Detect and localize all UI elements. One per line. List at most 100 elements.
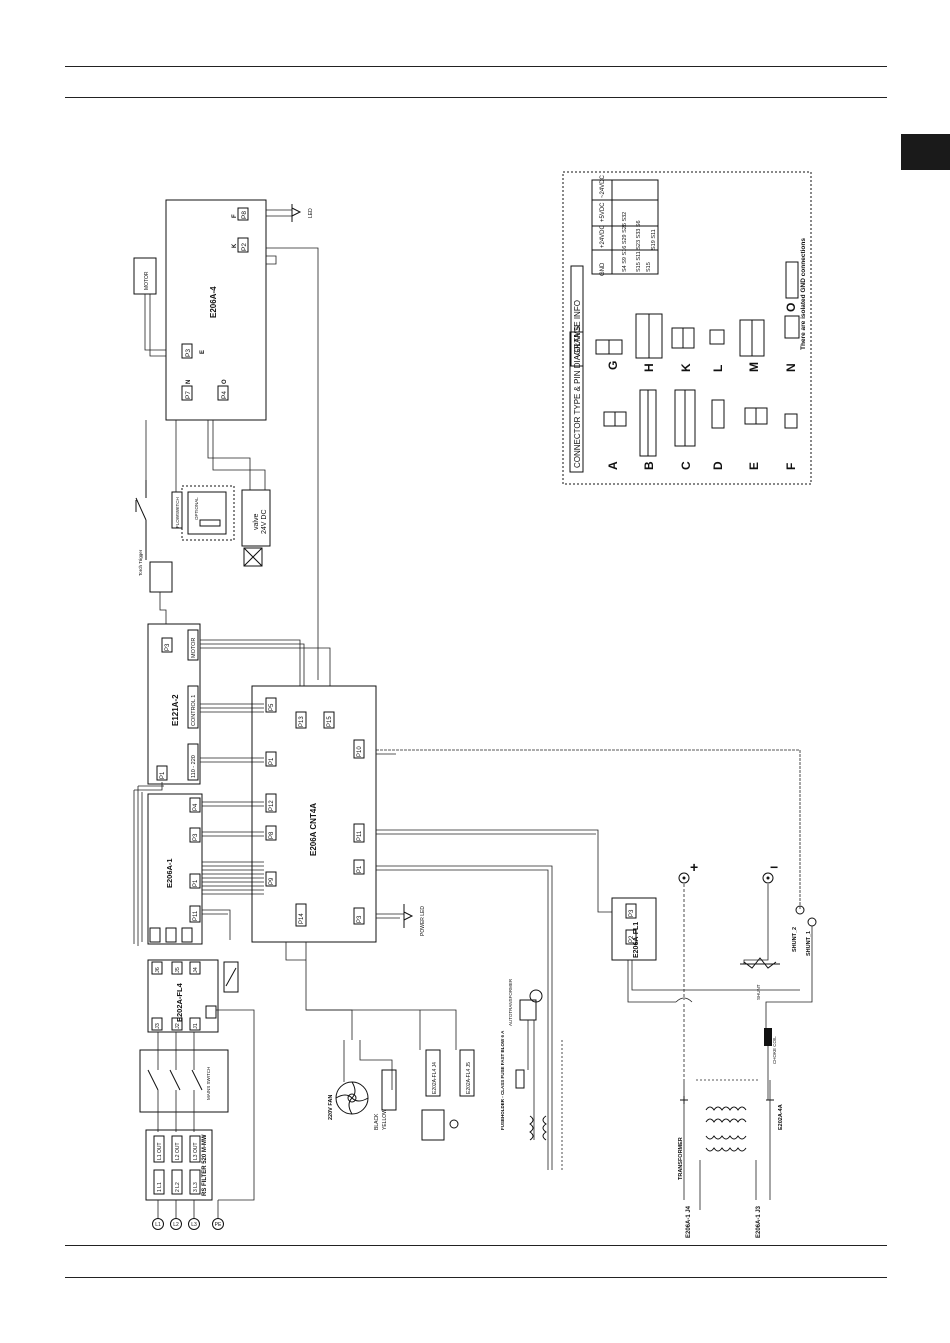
e206a-j4-label: E206A-1 J4 <box>686 1205 692 1238</box>
fl4-j1: J1 <box>193 1023 199 1029</box>
optional-label: OPTIONAL <box>194 497 199 520</box>
e206a4-f: F <box>232 214 238 218</box>
cnt4a-p11: P11 <box>357 830 363 841</box>
terminal-minus: − <box>770 859 778 875</box>
rs-l3-out: L3 OUT <box>193 1142 199 1160</box>
e206a4-p3: P3 <box>185 349 192 357</box>
legend-letter-b: B <box>642 461 656 470</box>
voltage-table: GND +24VDC +5VDC ~24VDC S4 S9 S16 S29 S2… <box>591 174 659 276</box>
transformer-label: TRANSFORMER <box>678 1137 684 1180</box>
torch-trigger-label: Torch Trigger <box>138 549 143 576</box>
voltage-row-3-values: S15 <box>646 262 652 272</box>
rs-filter-label: RS FILTER 520 M-MW <box>202 1134 208 1196</box>
voltage-row-4-values: S19 S11 <box>651 229 657 250</box>
fuse-label: FUSEHOLDER - CLASS FUSE FAST BLOW 6 A <box>500 1030 505 1130</box>
fl1-p3: P3 <box>629 909 635 917</box>
flowswitch-label: FLOWSWITCH <box>175 497 180 528</box>
cnt4a-p3: P3 <box>357 915 363 923</box>
legend-letter-a: A <box>606 461 620 470</box>
terminal-l3: L3 <box>191 1222 197 1228</box>
voltage-row-1-label: GND <box>600 262 606 276</box>
e206a4-p4: P4 <box>221 391 228 399</box>
terminal-l1: L1 <box>155 1222 161 1228</box>
board-e206a1-label: E206A-1 <box>165 858 174 888</box>
e202a4a-label: E202A-4A <box>778 1104 784 1130</box>
e121a2-p3: P3 <box>165 643 171 651</box>
legend-letter-g: G <box>606 361 620 370</box>
fl4-j3: J3 <box>155 1023 161 1029</box>
shunt-label: SHUNT <box>756 984 761 1000</box>
torch-trigger: Torch Trigger <box>135 420 173 624</box>
flow-group: FLOWSWITCH OPTIONAL valve 24V DC <box>171 420 271 567</box>
legend-letter-h: H <box>642 363 656 372</box>
wire-p2-cnt4a <box>266 247 319 680</box>
e121a2-p1: P1 <box>160 771 166 779</box>
fan-module: 220V FAN BLACK YELLOW <box>328 1040 397 1130</box>
voltage-row-1-values: S4 S9 S16 S29 S26 S32 <box>622 212 628 272</box>
e206a-j3-label: E206A-1 J3 <box>756 1205 762 1238</box>
motor-module-label: MOTOR <box>144 271 150 290</box>
e206a1-p4: P4 <box>193 803 199 811</box>
section-tab-marker <box>901 134 950 170</box>
rs-l3-in: 3 L3 <box>193 1182 199 1192</box>
rs-l2-in: 2 L2 <box>175 1182 181 1192</box>
cnt4a-p12: P12 <box>269 800 275 811</box>
rs-l2-out: L2 OUT <box>175 1142 181 1160</box>
mains-switch-label: MAINS SWITCH <box>206 1067 211 1100</box>
shunt1-label: SHUNT_1 <box>806 931 812 956</box>
legend-letter-o: O <box>784 303 798 312</box>
fl4-j6: J6 <box>155 967 161 973</box>
e206a4-p2: P2 <box>241 243 248 251</box>
board-cnt4a-label: E206A CNT4A <box>309 803 318 856</box>
fl1-p2: P2 <box>629 935 635 943</box>
board-e206afl1: E206A-FL1 P3 P2 <box>611 897 800 1003</box>
e121a2-motor: MOTOR <box>191 638 197 658</box>
voltage-row-2-values: S15 S11 S23 S33 S6 <box>636 220 642 272</box>
e206a4-k: K <box>232 243 238 248</box>
mains-terminals: L1 L2 L3 PE <box>152 1200 224 1230</box>
rs-l1-in: 1 L1 <box>157 1182 163 1192</box>
rs-filter: RS FILTER 520 M-MW L1 OUT L2 OUT L3 OUT … <box>145 1129 213 1218</box>
valve-label-1: valve <box>253 514 260 530</box>
terminal-pe: PE <box>215 1222 222 1228</box>
board-fl4-label: E202A-FL4 <box>175 982 184 1022</box>
autotransformer-label: AUTOTRANSFORMER <box>508 978 513 1026</box>
board-e202afl4: E202A-FL4 J6 J5 J4 J3 J2 J1 <box>147 959 255 1201</box>
board-e206acnt4a: E206A CNT4A P5 P13 P15 P1 P10 P12 P8 P11… <box>251 685 801 1170</box>
cnt4a-p8: P8 <box>269 831 275 839</box>
fan-yellow: YELLOW <box>382 1109 388 1130</box>
connector-types-title: CONNECTOR TYPE & PIN DIAGRAMS <box>573 326 582 468</box>
legend-letter-n: N <box>784 363 798 372</box>
cnt4a-p1b: P1 <box>357 865 363 873</box>
fan-conn-2: E202A-FL4 J5 <box>466 1062 472 1094</box>
power-led-label: POWER LED <box>420 906 426 936</box>
e121a2-voltage: 110 - 220 <box>191 755 197 778</box>
e206a1-p3: P3 <box>193 833 199 841</box>
board-e206a4-label: E206A-4 <box>209 286 218 318</box>
terminal-l2: L2 <box>173 1222 179 1228</box>
choke-coil: CHOKE COIL <box>764 1028 777 1100</box>
legend-letter-l: L <box>711 365 725 372</box>
transformer: TRANSFORMER E202A-4A E206A-1 J4 E206A-1 … <box>678 1079 784 1238</box>
choke-label: CHOKE COIL <box>772 1036 777 1064</box>
legend-panel: VOLTAGE INFO GND +24VDC +5VDC ~24VDC S4 … <box>562 171 812 485</box>
voltage-row-2-label: +24VDC <box>600 224 606 248</box>
legend-letter-d: D <box>711 461 725 470</box>
fl4-j5: J5 <box>175 967 181 973</box>
header-rule-top <box>65 66 887 67</box>
shunt-area: SHUNT_2 SHUNT_1 SHUNT <box>740 905 817 1030</box>
cnt4a-p9: P9 <box>269 877 275 885</box>
cnt4a-p14: P14 <box>299 913 305 924</box>
fan-connectors: E202A-FL4 J4 E202A-FL4 J5 <box>421 1049 475 1141</box>
header-rule-bottom <box>65 97 887 98</box>
e206a4-n: N <box>186 380 192 384</box>
board-e121a2: E121A-2 MOTOR CONTROL 1 110 - 220 P1 P3 <box>147 623 331 785</box>
legend-letter-c: C <box>679 461 693 470</box>
legend-note: There are isolated GND connections <box>800 238 807 350</box>
cnt4a-p13: P13 <box>299 716 305 727</box>
led-indicator: LED <box>266 204 314 222</box>
e206a4-o: O <box>222 379 228 384</box>
led-label: LED <box>308 208 314 218</box>
legend-pin-diagrams <box>595 261 800 457</box>
